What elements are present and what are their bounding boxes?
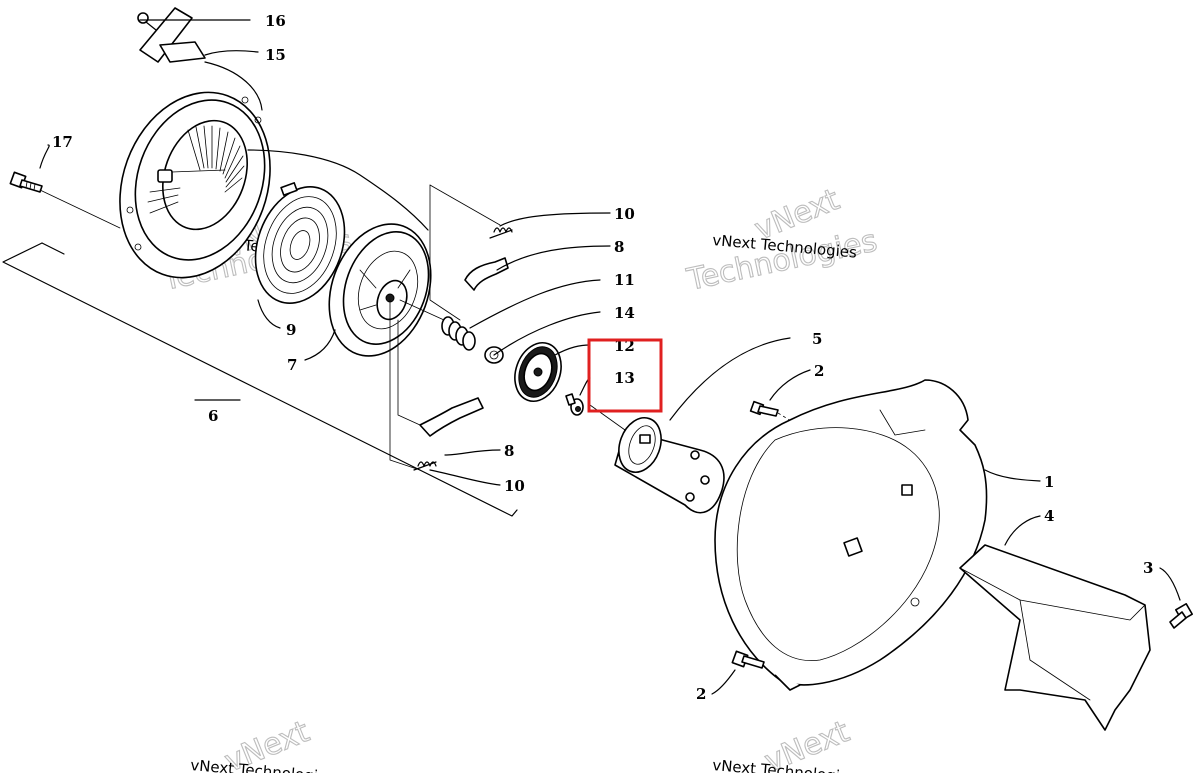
assembly-bracket-6 [2,242,518,517]
bolt-3[interactable] [1169,603,1193,629]
recoil-spring[interactable] [240,174,360,315]
callout-13[interactable]: 13 [614,369,635,387]
callout-1[interactable]: 1 [1044,473,1054,491]
callout-6[interactable]: 6 [208,407,218,425]
fan-housing-cover[interactable] [714,379,988,691]
pawl-8-top[interactable] [464,257,509,291]
callout-17[interactable]: 17 [52,133,73,151]
callout-10-bottom[interactable]: 10 [504,477,525,495]
callout-2-top[interactable]: 2 [814,362,824,380]
leader-lines [39,19,336,401]
callout-2-bottom[interactable]: 2 [696,685,706,703]
ratchet-12[interactable] [507,336,569,407]
starter-handle[interactable] [137,7,206,63]
spring-10-top[interactable] [489,227,513,239]
callout-7[interactable]: 7 [287,356,297,374]
callout-leaders [429,212,1181,695]
callout-3[interactable]: 3 [1143,559,1153,577]
pawl-8-bottom[interactable] [419,397,484,437]
callout-4[interactable]: 4 [1044,507,1054,525]
callout-16[interactable]: 16 [265,12,286,30]
starter-pulley[interactable] [312,210,449,371]
callout-9[interactable]: 9 [286,321,296,339]
callout-5[interactable]: 5 [812,330,822,348]
bolt-2-bottom[interactable] [731,650,765,669]
spring-11[interactable] [441,316,476,351]
callout-11[interactable]: 11 [614,271,635,289]
recoil-housing[interactable] [95,71,295,299]
callout-10-top[interactable]: 10 [614,205,635,223]
callout-14[interactable]: 14 [614,304,635,322]
callout-8-bottom[interactable]: 8 [504,442,514,460]
callout-15[interactable]: 15 [265,46,286,64]
bolt-17[interactable] [9,171,121,229]
callout-8-top[interactable]: 8 [614,238,624,256]
air-duct-4[interactable] [959,544,1151,731]
pin-guide-lines [389,184,501,471]
starter-cup[interactable] [589,404,725,514]
bolt-13[interactable] [565,393,584,416]
spring-10-bottom[interactable] [413,461,437,471]
starter-rope [204,61,429,231]
highlight-box [587,338,663,413]
callout-labels: 16 15 17 10 8 11 14 12 13 5 2 1 4 3 2 9 … [52,12,1153,703]
